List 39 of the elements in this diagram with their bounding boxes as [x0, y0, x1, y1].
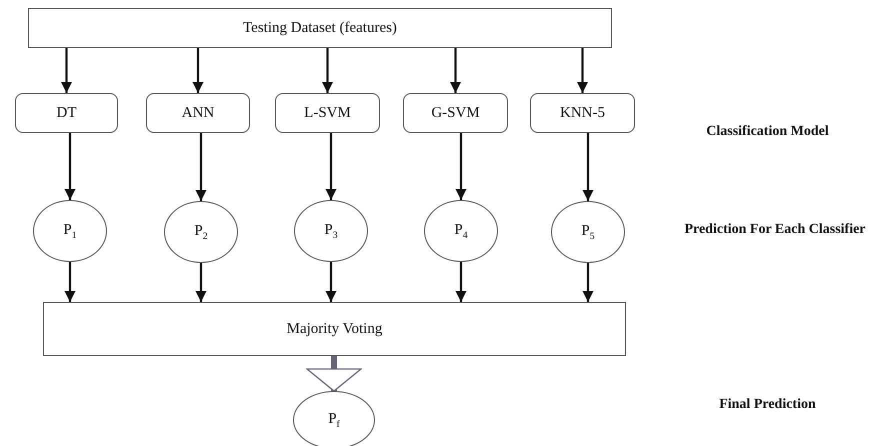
model-box	[15, 93, 118, 133]
arrow	[450, 48, 461, 93]
model-box	[146, 93, 250, 133]
node-label: P$_{4}$	[454, 222, 468, 240]
row-label: Classification Model	[705, 124, 830, 140]
model-box	[275, 93, 380, 133]
node-label: P$_{1}$	[63, 222, 77, 240]
arrow	[326, 133, 336, 200]
node-label: Majority Voting	[286, 320, 382, 338]
node-label: G-SVM	[431, 104, 480, 122]
arrow	[456, 262, 466, 302]
node-label: Testing Dataset (features)	[243, 20, 397, 36]
node-label: L-SVM	[304, 104, 351, 122]
row-label: Prediction For Each Classifier	[683, 222, 867, 238]
node-label: ANN	[182, 104, 214, 122]
process-box	[43, 302, 626, 356]
arrow	[196, 263, 206, 302]
model-box	[530, 93, 635, 133]
arrow	[582, 133, 594, 201]
arrow	[192, 48, 204, 93]
node-label: DT	[56, 104, 76, 122]
node-label: KNN-5	[560, 104, 605, 122]
arrow	[326, 262, 336, 302]
arrow	[61, 48, 72, 93]
arrow	[456, 133, 466, 200]
node-label: P$_{3}$	[324, 222, 338, 240]
arrow	[196, 133, 206, 201]
node-label: P$_{2}$	[194, 222, 208, 242]
arrow	[322, 48, 333, 93]
arrow	[64, 133, 76, 200]
arrow	[582, 263, 594, 302]
arrow	[577, 48, 588, 93]
block-arrow	[306, 356, 362, 392]
node-label: P$_{5}$	[581, 222, 595, 242]
model-box	[403, 93, 508, 133]
process-box	[28, 8, 612, 48]
arrow	[64, 262, 76, 302]
node-label: P$_{f}$	[328, 410, 340, 430]
row-label: Final Prediction	[718, 397, 817, 412]
